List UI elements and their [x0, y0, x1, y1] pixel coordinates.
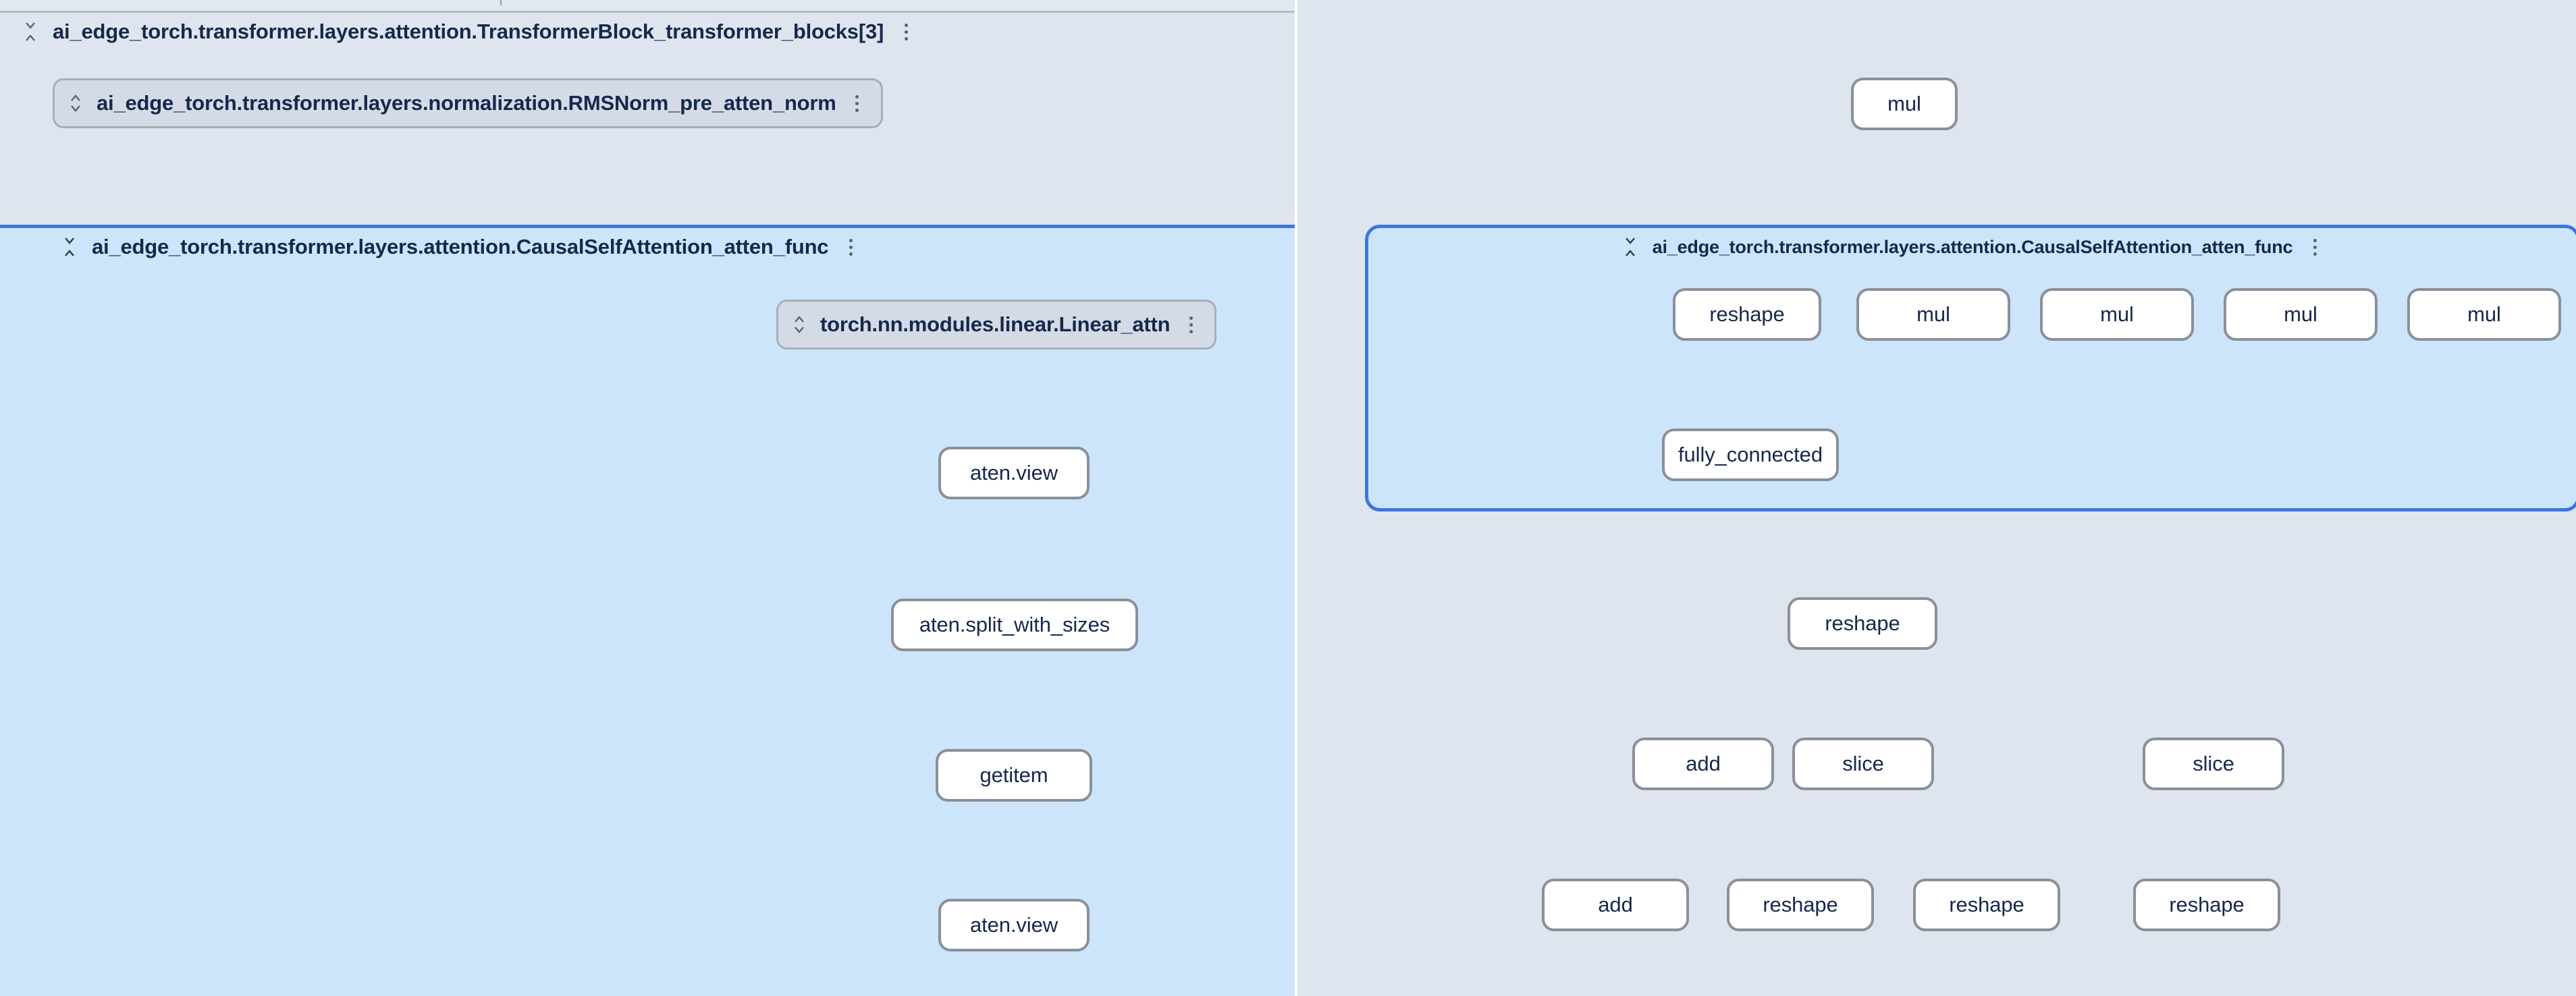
op-node-mul-3[interactable]: mul	[2224, 288, 2378, 341]
op-node-label: slice	[1842, 752, 1884, 775]
op-node-fully-connected-left[interactable]: fully_connected	[1662, 428, 1839, 481]
group-transformer-block-header[interactable]: ai_edge_torch.transformer.layers.attenti…	[0, 13, 1295, 51]
kebab-menu-icon[interactable]	[1183, 312, 1198, 337]
op-node-reshape-d[interactable]: reshape	[1727, 879, 1874, 931]
graph-pane-left[interactable]: ai_edge_torch.transformer.layers.attenti…	[0, 0, 1296, 996]
kebab-menu-icon[interactable]	[2307, 234, 2322, 260]
group-causal-self-attention-left-header[interactable]: ai_edge_torch.transformer.layers.attenti…	[0, 228, 1295, 266]
module-pill-linear-attn[interactable]: torch.nn.modules.linear.Linear_attn	[776, 300, 1217, 350]
group-causal-self-attention-right-header[interactable]: ai_edge_torch.transformer.layers.attenti…	[1368, 228, 2576, 266]
group-causal-self-attention-right-title: ai_edge_torch.transformer.layers.attenti…	[1652, 236, 2293, 257]
group-causal-self-attention-left-title: ai_edge_torch.transformer.layers.attenti…	[92, 235, 829, 258]
op-node-mul-4[interactable]: mul	[2407, 288, 2561, 341]
op-node-mul-2[interactable]: mul	[2040, 288, 2194, 341]
kebab-menu-icon[interactable]	[843, 234, 858, 260]
op-node-reshape-a[interactable]: reshape	[1673, 288, 1821, 341]
group-causal-self-attention-right[interactable]: ai_edge_torch.transformer.layers.attenti…	[1365, 225, 2576, 511]
op-node-label: add	[1686, 752, 1721, 775]
op-node-aten-split-with-sizes[interactable]: aten.split_with_sizes	[891, 599, 1138, 651]
op-node-reshape-f[interactable]: reshape	[2133, 879, 2280, 931]
pane-split-divider[interactable]	[1295, 0, 1297, 996]
kebab-menu-icon[interactable]	[850, 90, 865, 116]
module-pill-linear-attn-label: torch.nn.modules.linear.Linear_attn	[820, 312, 1171, 336]
op-node-label: aten.view	[969, 461, 1058, 485]
expand-chevrons-icon[interactable]	[68, 90, 83, 117]
op-node-add-2[interactable]: add	[1542, 879, 1689, 931]
op-node-label: aten.split_with_sizes	[919, 613, 1110, 636]
graph-pane-right[interactable]: mul ai_edge_torch.transformer.layers.att…	[1297, 0, 2576, 996]
op-node-mul-1[interactable]: mul	[1856, 288, 2010, 341]
kebab-menu-icon[interactable]	[898, 19, 913, 45]
op-node-reshape-c[interactable]: reshape	[1788, 597, 1937, 650]
op-node-label: mul	[2100, 302, 2134, 326]
op-node-mul-top[interactable]: mul	[1851, 78, 1958, 130]
op-node-label: getitem	[980, 763, 1048, 787]
op-node-reshape-e[interactable]: reshape	[1913, 879, 2060, 931]
group-transformer-block-title: ai_edge_torch.transformer.layers.attenti…	[53, 20, 884, 43]
op-node-label: mul	[1887, 92, 1921, 115]
collapse-chevrons-icon[interactable]	[62, 233, 77, 260]
collapse-chevrons-icon[interactable]	[1623, 233, 1638, 260]
op-node-slice-1[interactable]: slice	[1792, 738, 1934, 790]
collapse-chevrons-icon[interactable]	[23, 18, 38, 45]
module-pill-rmsnorm[interactable]: ai_edge_torch.transformer.layers.normali…	[53, 78, 883, 128]
op-node-label: aten.view	[969, 913, 1058, 937]
op-node-label: mul	[1916, 302, 1950, 326]
op-node-label: reshape	[1763, 893, 1838, 916]
op-node-getitem[interactable]: getitem	[936, 749, 1092, 802]
op-node-label: slice	[2193, 752, 2234, 775]
op-node-label: reshape	[1949, 893, 2024, 916]
op-node-label: reshape	[1709, 302, 1785, 326]
expand-chevrons-icon[interactable]	[792, 311, 807, 338]
op-node-label: fully_connected	[1678, 443, 1823, 466]
op-node-aten-view-2[interactable]: aten.view	[938, 899, 1090, 951]
op-node-label: add	[1598, 893, 1633, 916]
op-node-label: reshape	[1825, 611, 1900, 635]
op-node-label: mul	[2467, 302, 2501, 326]
op-node-slice-2[interactable]: slice	[2143, 738, 2284, 790]
op-node-label: reshape	[2169, 893, 2245, 916]
op-node-aten-view-1[interactable]: aten.view	[938, 447, 1090, 499]
op-node-label: mul	[2284, 302, 2317, 326]
module-pill-rmsnorm-label: ai_edge_torch.transformer.layers.normali…	[97, 91, 836, 115]
op-node-add-1[interactable]: add	[1632, 738, 1774, 790]
